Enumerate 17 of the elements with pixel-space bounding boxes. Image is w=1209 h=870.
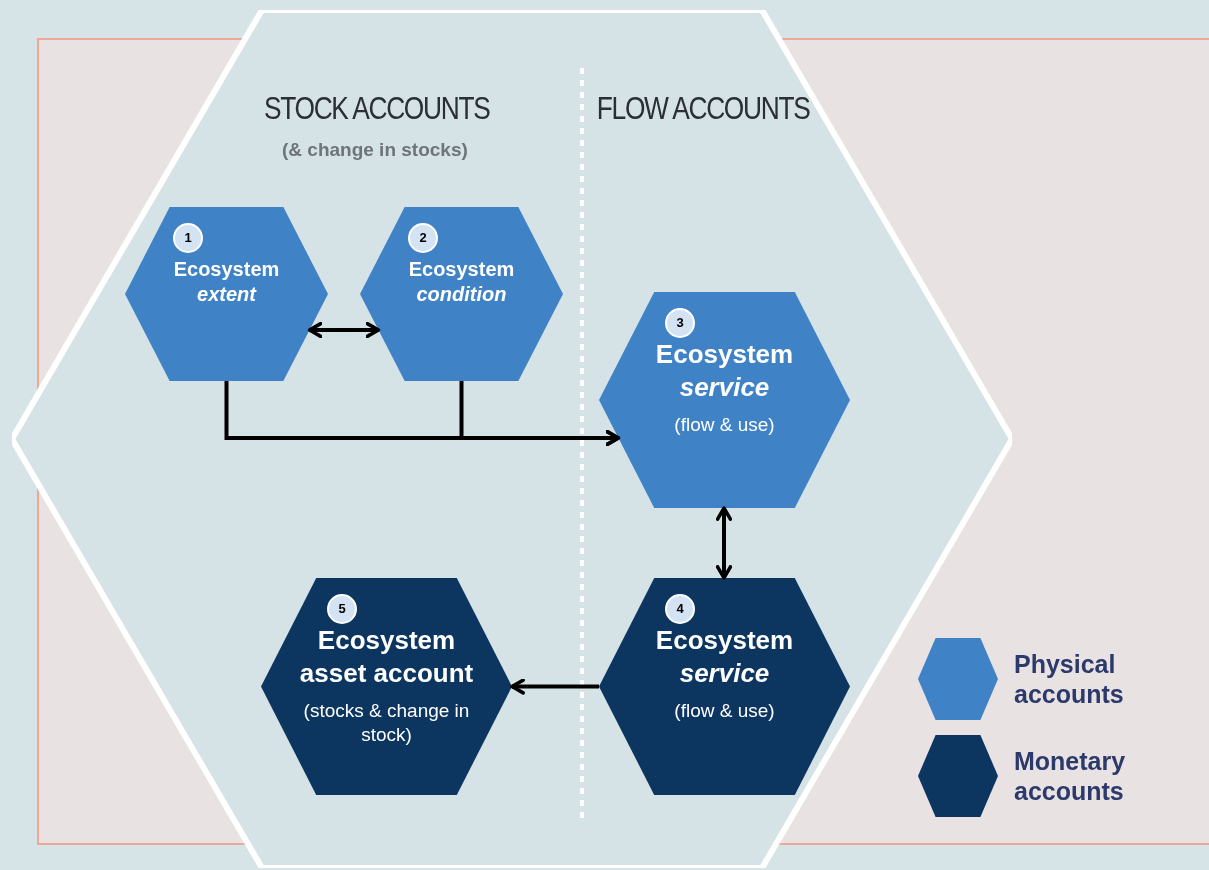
column-subheading: (& change in stocks) bbox=[282, 138, 468, 162]
account-title: Ecosystem extent bbox=[172, 257, 281, 307]
arrow bbox=[510, 678, 599, 695]
account-title: Ecosystem service bbox=[654, 338, 795, 403]
account-title: Ecosystem asset account bbox=[298, 624, 475, 689]
account-title: Ecosystem service bbox=[654, 624, 795, 689]
account-note: (flow & use) bbox=[674, 699, 775, 723]
arrow bbox=[459, 381, 621, 447]
account-note: (stocks & change in stock) bbox=[302, 699, 471, 747]
account-title: Ecosystem condition bbox=[407, 257, 516, 307]
legend-label: Physical accounts bbox=[1014, 649, 1125, 709]
column-heading: FLOW ACCOUNTS bbox=[596, 90, 810, 128]
legend-label: Monetary accounts bbox=[1014, 746, 1127, 806]
arrow bbox=[307, 321, 381, 339]
column-heading: STOCK ACCOUNTS bbox=[263, 90, 490, 128]
arrow bbox=[715, 506, 733, 580]
account-note: (flow & use) bbox=[674, 413, 775, 437]
